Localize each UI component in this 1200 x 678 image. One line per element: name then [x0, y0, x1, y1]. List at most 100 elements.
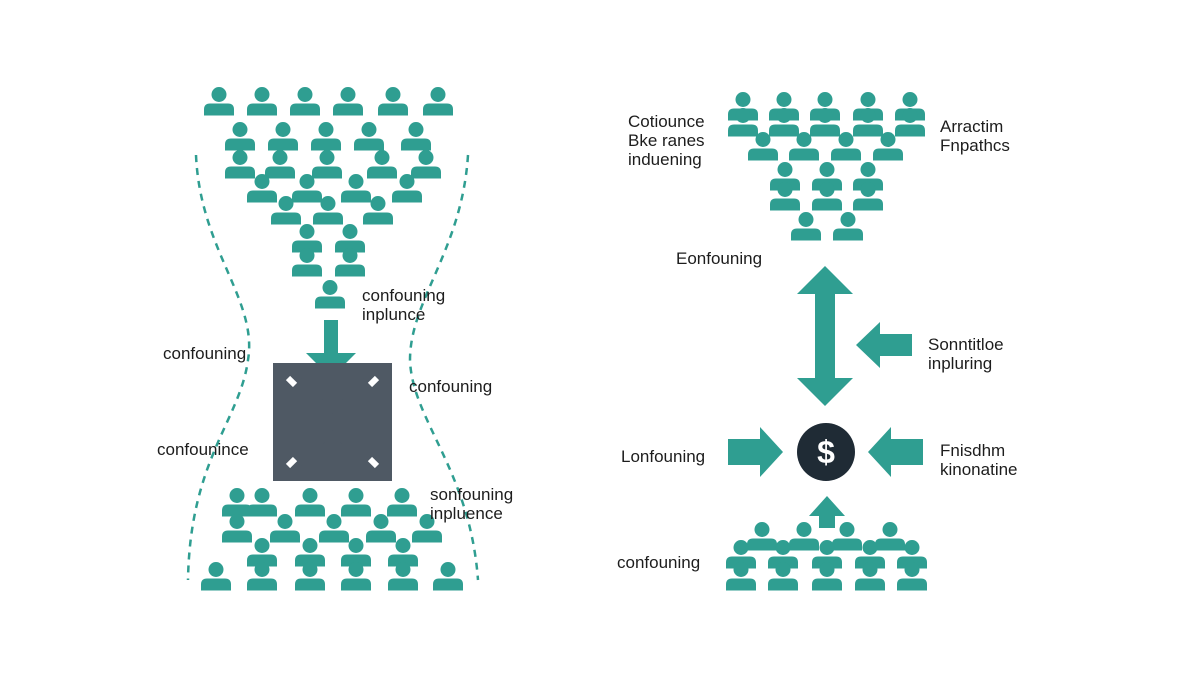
label-top-right: Arractim Fnpathcs	[940, 117, 1010, 155]
arrow-left	[856, 322, 912, 368]
person-icon	[378, 87, 408, 116]
person-icon	[312, 150, 342, 179]
person-icon	[292, 248, 322, 277]
person-icon	[423, 87, 453, 116]
person-icon	[247, 538, 277, 567]
person-icon	[768, 562, 798, 591]
person-icon	[335, 224, 365, 253]
dashed-outline	[186, 154, 480, 581]
person-icon	[354, 122, 384, 151]
person-icon	[748, 132, 778, 161]
person-icon	[341, 562, 371, 591]
person-icon	[728, 108, 758, 137]
person-icon	[831, 132, 861, 161]
dashed-curve-left	[186, 154, 251, 581]
label-left-mid: confouning	[163, 344, 247, 363]
person-icon	[895, 92, 925, 121]
person-icon	[853, 108, 883, 137]
person-icon	[812, 562, 842, 591]
person-icon	[341, 488, 371, 517]
person-icon	[247, 562, 277, 591]
person-icon	[247, 174, 277, 203]
coin-symbol: $	[817, 434, 835, 470]
person-icon	[833, 212, 863, 241]
person-icon	[225, 122, 255, 151]
person-icon	[247, 488, 277, 517]
person-icon	[268, 122, 298, 151]
label-upper-mid: Eonfouning	[676, 249, 763, 268]
person-icon	[319, 514, 349, 543]
person-icon	[265, 150, 295, 179]
label-right-coin: Fnisdhm kinonatine	[940, 441, 1018, 479]
person-icon	[271, 196, 301, 225]
person-icon	[855, 562, 885, 591]
person-icon	[311, 122, 341, 151]
person-icon	[728, 92, 758, 121]
person-icon	[433, 562, 463, 591]
person-icon	[387, 488, 417, 517]
coin-circle	[797, 423, 855, 481]
person-icon	[791, 212, 821, 241]
person-icon	[295, 488, 325, 517]
person-icon	[292, 174, 322, 203]
person-icon	[201, 562, 231, 591]
cross-center	[323, 413, 342, 431]
person-icon	[747, 522, 777, 551]
arrow-right-to-coin	[728, 427, 783, 477]
label-top-left: Cotiounce Bke ranes induening	[628, 112, 705, 169]
person-icon	[222, 514, 252, 543]
person-icon	[315, 280, 345, 309]
person-icon	[313, 196, 343, 225]
person-icon	[388, 538, 418, 567]
person-icon	[770, 182, 800, 211]
person-icon	[810, 108, 840, 137]
person-icon	[341, 538, 371, 567]
person-icon	[897, 562, 927, 591]
person-icon	[412, 514, 442, 543]
double-arrow-vertical	[797, 266, 853, 406]
person-icon	[247, 87, 277, 116]
person-icon	[333, 87, 363, 116]
person-icon	[873, 132, 903, 161]
person-icon	[853, 182, 883, 211]
label-left-coin: Lonfouning	[621, 447, 706, 466]
person-icon	[341, 174, 371, 203]
person-icon	[270, 514, 300, 543]
person-icon	[222, 488, 252, 517]
person-icon	[392, 174, 422, 203]
person-icon	[295, 562, 325, 591]
person-icon	[225, 150, 255, 179]
person-icon	[832, 522, 862, 551]
label-right-mid: confouning	[409, 377, 493, 396]
person-icon	[411, 150, 441, 179]
cross-arrows-icon	[273, 363, 392, 481]
person-icon	[366, 514, 396, 543]
label-right-mid-2: Sonntitloe inpluring	[928, 335, 1004, 373]
label-left-influence-top: confouning inplunce	[362, 286, 446, 324]
person-icon	[812, 182, 842, 211]
person-icon	[769, 108, 799, 137]
arrow-up	[809, 496, 845, 528]
person-icon	[388, 562, 418, 591]
person-icon	[290, 87, 320, 116]
dashed-curve-right	[408, 154, 480, 581]
arrow-left-to-coin	[868, 427, 923, 477]
people-groups	[201, 87, 927, 591]
person-icon	[789, 132, 819, 161]
person-icon	[367, 150, 397, 179]
person-icon	[895, 108, 925, 137]
person-icon	[875, 522, 905, 551]
label-left-low: confounince	[157, 440, 249, 459]
dollar-coin-icon: $	[797, 423, 855, 481]
person-icon	[363, 196, 393, 225]
label-bottom-left: confouning	[617, 553, 701, 572]
label-right-low: sonfouning inpluence	[430, 485, 514, 523]
person-icon	[295, 538, 325, 567]
person-icon	[335, 248, 365, 277]
person-icon	[401, 122, 431, 151]
person-icon	[292, 224, 322, 253]
person-icon	[204, 87, 234, 116]
person-icon	[726, 562, 756, 591]
person-icon	[789, 522, 819, 551]
